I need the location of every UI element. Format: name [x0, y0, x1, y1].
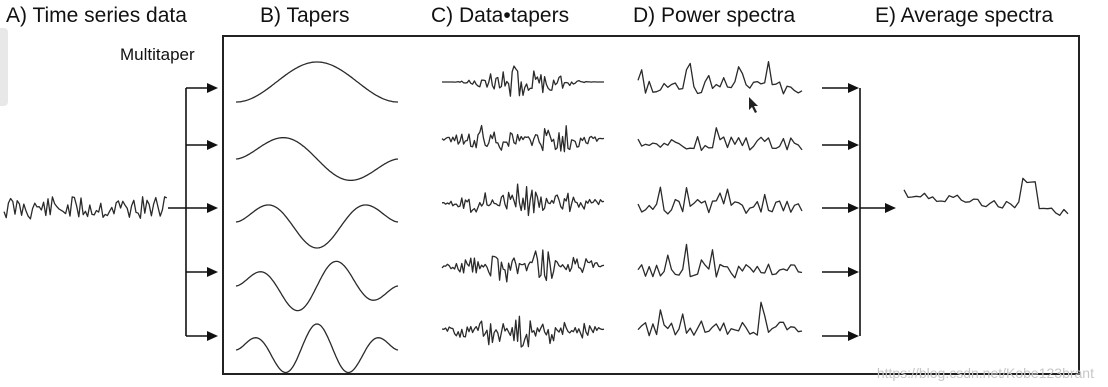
average-spectrum-trace	[903, 177, 1069, 216]
fan-in-arrowhead-1	[848, 83, 859, 93]
multitaper-label: Multitaper	[120, 45, 195, 64]
tapered-data-2	[441, 124, 605, 153]
fan-out-arrowhead-4	[207, 267, 218, 277]
power-spectrum-3	[637, 186, 803, 215]
fan-out-arrowhead-1	[207, 83, 218, 93]
tapered-data-3	[441, 183, 605, 217]
tapered-data-1	[442, 65, 604, 97]
header-tapers: B) Tapers	[260, 4, 350, 27]
header-power-spectra: D) Power spectra	[633, 4, 796, 27]
power-spectrum-4	[637, 243, 803, 279]
mouse-cursor-icon	[749, 97, 758, 113]
time-series-trace	[3, 196, 168, 220]
output-arrowhead	[885, 203, 896, 213]
power-spectrum-1	[637, 60, 803, 95]
header-data-tapers: C) Data•tapers	[431, 4, 570, 27]
fan-in-arrowhead-2	[848, 140, 859, 150]
watermark: https://blog.csdn.net/Kobe123brant	[876, 365, 1094, 381]
fan-out-arrowhead-2	[207, 140, 218, 150]
multitaper-panel	[222, 35, 1080, 375]
edge-tab	[0, 28, 8, 106]
power-spectrum-2	[637, 127, 803, 152]
header-average-spectra: E) Average spectra	[875, 4, 1054, 27]
fan-in-arrowhead-5	[848, 331, 859, 341]
fan-in-arrowhead-4	[848, 267, 859, 277]
fan-out-arrowhead-3	[207, 203, 218, 213]
power-spectrum-5	[637, 301, 803, 337]
header-time-series: A) Time series data	[6, 4, 187, 27]
tapered-data-5	[441, 315, 605, 348]
taper-curve-3	[235, 204, 399, 249]
taper-curve-2	[235, 136, 399, 182]
tapered-data-4	[441, 249, 605, 283]
taper-curve-1	[236, 61, 398, 103]
fan-in-arrowhead-3	[848, 203, 859, 213]
taper-curve-4	[235, 260, 399, 312]
fan-out-arrowhead-5	[207, 331, 218, 341]
taper-curve-5	[235, 323, 399, 374]
